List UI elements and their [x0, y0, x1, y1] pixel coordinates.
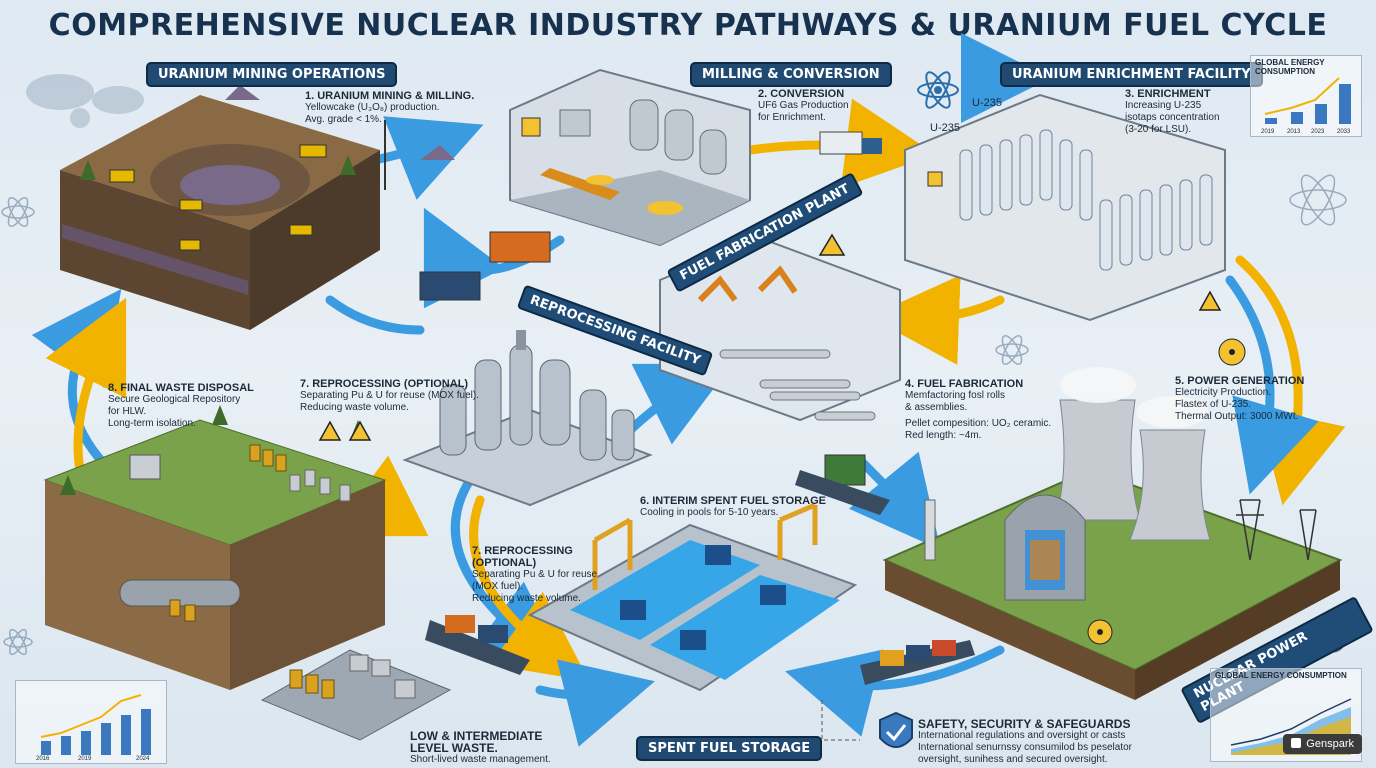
genspark-watermark: Genspark — [1283, 734, 1362, 754]
spent-fuel-storage — [527, 502, 858, 692]
safety-shield-icon — [879, 711, 913, 748]
enrichment-facility — [904, 93, 1226, 322]
transport-vehicles — [419, 131, 975, 685]
nuclear-power-plant — [882, 367, 1343, 700]
step-1-text: 1. URANIUM MINING & MILLING.Yellowcake (… — [305, 90, 475, 125]
enrichment-section-label: URANIUM ENRICHMENT FACILITY — [1000, 62, 1263, 87]
step-7b-text: 7. REPROCESSING(OPTIONAL)Separating Pu &… — [472, 545, 598, 604]
storage-section-label: SPENT FUEL STORAGE — [636, 736, 823, 761]
geological-repository — [43, 405, 387, 690]
isotope-label: U-235 — [972, 97, 1002, 109]
step-7a-text: 7. REPROCESSING (OPTIONAL)Separating Pu … — [300, 378, 479, 413]
warning-icon — [318, 233, 1222, 441]
energy-chart-bottom-left: 2016 2019 2024 — [15, 680, 167, 764]
mining-site — [60, 85, 455, 330]
genspark-logo-icon — [1291, 738, 1302, 748]
atom-icon — [1, 174, 1347, 656]
energy-chart-top-right: GLOBAL ENERGY CONSUMPTION 2019 2013 2023… — [1250, 55, 1362, 137]
milling-conversion-plant — [509, 68, 751, 247]
milling-section-label: MILLING & CONVERSION — [690, 62, 892, 87]
world-map-icon — [26, 74, 144, 128]
isotope-label: U-235 — [930, 122, 960, 134]
atom-icon — [917, 71, 959, 109]
page-title: COMPREHENSIVE NUCLEAR INDUSTRY PATHWAYS … — [48, 8, 1328, 43]
mining-section-label: URANIUM MINING OPERATIONS — [146, 62, 398, 87]
radiation-icon — [1087, 338, 1246, 645]
low-level-waste-site — [260, 649, 452, 741]
reprocessing-facility — [402, 330, 653, 507]
fuel-fabrication-plant — [659, 236, 901, 422]
